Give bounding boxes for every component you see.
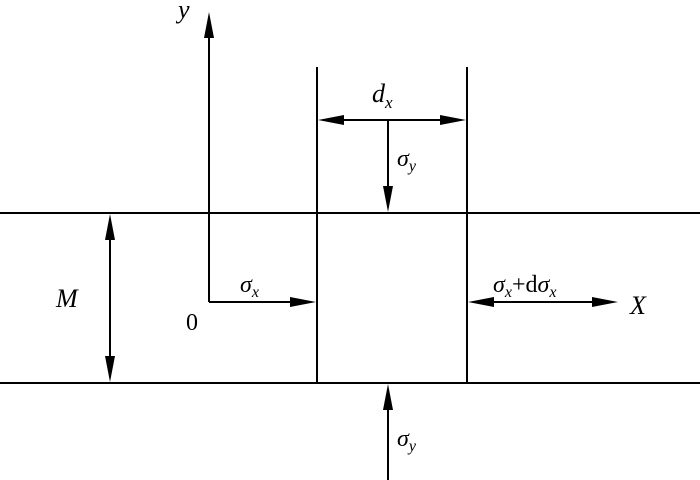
thickness-label: M <box>55 284 79 313</box>
sigma-y-top-label: σy <box>397 146 417 175</box>
sigma-y-bottom-arrow <box>383 384 393 480</box>
sigma-y-bottom-label: σy <box>397 426 417 455</box>
sigma-x-plus-dsigma-label: σx+dσx <box>493 272 556 301</box>
width-label: dx <box>372 79 393 112</box>
width-dimension-arrow <box>318 115 466 125</box>
sigma-y-top-arrow <box>383 120 393 212</box>
thickness-dimension-arrow <box>105 214 115 382</box>
sigma-x-arrow <box>209 297 316 307</box>
sigma-x-plus-dsigma-arrow <box>468 297 618 307</box>
y-axis <box>204 12 214 302</box>
origin-label: 0 <box>186 310 198 336</box>
sigma-x-label: σx <box>240 272 259 301</box>
x-axis-label: X <box>629 291 647 320</box>
y-axis-arrowhead <box>204 12 214 38</box>
y-axis-label: y <box>175 0 190 24</box>
